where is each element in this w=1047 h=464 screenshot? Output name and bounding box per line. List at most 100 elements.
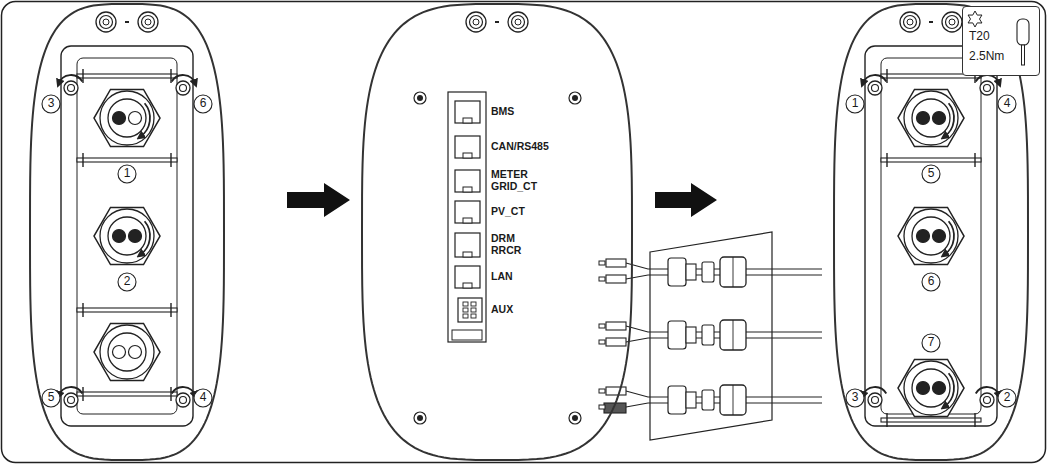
cable-hole-filled	[933, 230, 946, 243]
terminal-ring	[942, 12, 962, 32]
terminal-core	[949, 19, 955, 25]
callout-number: 5	[928, 167, 935, 180]
port-label: PV_CT	[491, 206, 525, 218]
rj45-port	[455, 136, 480, 158]
aux-pin	[471, 302, 476, 306]
gland-thread	[686, 264, 696, 280]
screw-head	[68, 85, 75, 92]
rotation-arrow	[863, 75, 886, 84]
mount-hole	[569, 412, 581, 424]
tool-spec: T20	[969, 30, 990, 43]
gland-body	[668, 321, 686, 349]
cable-hole-filled	[933, 382, 946, 395]
callout-number: 2	[1004, 391, 1011, 404]
rotation-arrow	[59, 387, 82, 396]
cable-gland	[94, 323, 160, 380]
aux-pin	[471, 314, 476, 318]
gland-cap	[720, 385, 746, 415]
gland-ring	[904, 361, 958, 415]
cable-hole-filled	[113, 112, 126, 125]
screwdriver-handle	[1017, 19, 1029, 45]
rj45-latch	[463, 252, 472, 257]
clamp-bar	[77, 308, 177, 312]
rj45-port	[455, 233, 480, 257]
cable-hole-empty	[113, 346, 126, 359]
callout-number: 1	[124, 167, 131, 180]
rj45-plug	[606, 338, 626, 346]
terminal-core	[515, 19, 521, 25]
cable-hole-filled	[113, 230, 126, 243]
port-label: METER GRID_CT	[491, 169, 537, 192]
gland-nut	[94, 207, 160, 264]
callout-circle	[846, 389, 864, 407]
rotation-arrow	[944, 373, 954, 407]
clamp-bar	[881, 158, 981, 162]
mount-hole	[417, 415, 423, 421]
rj45-latch	[463, 118, 472, 123]
rj45-port	[455, 170, 480, 192]
cable-hole-filled	[933, 112, 946, 125]
gland-ring	[904, 91, 958, 145]
cable-assembly	[599, 320, 822, 350]
gland-seal	[108, 217, 146, 255]
screw	[868, 393, 882, 407]
terminal-ring	[96, 12, 116, 32]
screw-head	[872, 397, 879, 404]
rj45-latch	[463, 153, 472, 158]
callout-circle	[922, 165, 940, 183]
plug-clip	[599, 277, 605, 281]
clamp-bar	[881, 418, 981, 422]
terminal-ring	[904, 16, 917, 29]
node-outline	[362, 4, 632, 460]
process-arrow	[287, 183, 350, 217]
gland-seal	[108, 99, 146, 137]
rj45-plug	[606, 259, 626, 267]
clamp-post	[170, 153, 171, 167]
terminal-ring	[900, 12, 920, 32]
terminal	[942, 12, 962, 32]
callout-circle	[998, 95, 1016, 113]
gland-cap	[720, 320, 746, 350]
clamp-post	[170, 303, 171, 317]
terminal-ring	[512, 16, 525, 29]
detail-ellipse	[30, 4, 224, 460]
gland-ring	[100, 325, 154, 379]
cover-frame	[881, 58, 981, 414]
screw	[176, 393, 190, 407]
port-label: BMS	[491, 106, 514, 118]
clamp-bar	[77, 74, 177, 78]
node-outline	[30, 4, 224, 460]
gland-seal	[702, 325, 714, 345]
callout-circle	[846, 95, 864, 113]
terminal-ring	[138, 12, 158, 32]
screw	[980, 393, 994, 407]
screw	[64, 393, 78, 407]
terminal	[96, 12, 116, 32]
gland-seal	[702, 390, 714, 410]
terminal-core	[103, 19, 109, 25]
mount-hole	[572, 95, 578, 101]
gland-body	[668, 386, 686, 414]
rotation-arrow	[863, 387, 886, 396]
board-foot	[452, 330, 482, 340]
rj45-latch	[463, 187, 472, 192]
gland-seal	[912, 99, 950, 137]
screw	[868, 81, 882, 95]
rotation-arrow	[172, 387, 195, 396]
cable-gland	[898, 359, 964, 416]
clamp-post	[82, 387, 83, 401]
rotation-arrow	[976, 75, 999, 84]
screw-head	[68, 397, 75, 404]
rotation-arrow	[944, 221, 954, 255]
detail-view: BMSCAN/RS485METER GRID_CTPV_CTDRM RRCRLA…	[362, 4, 632, 460]
callout-circle	[118, 273, 136, 291]
terminal-core	[145, 19, 151, 25]
cable-hole-filled	[917, 230, 930, 243]
gland-thread	[686, 392, 696, 408]
callout-circle	[194, 389, 212, 407]
tool-spec: 2.5Nm	[969, 50, 1004, 63]
cap-rib	[733, 320, 734, 350]
